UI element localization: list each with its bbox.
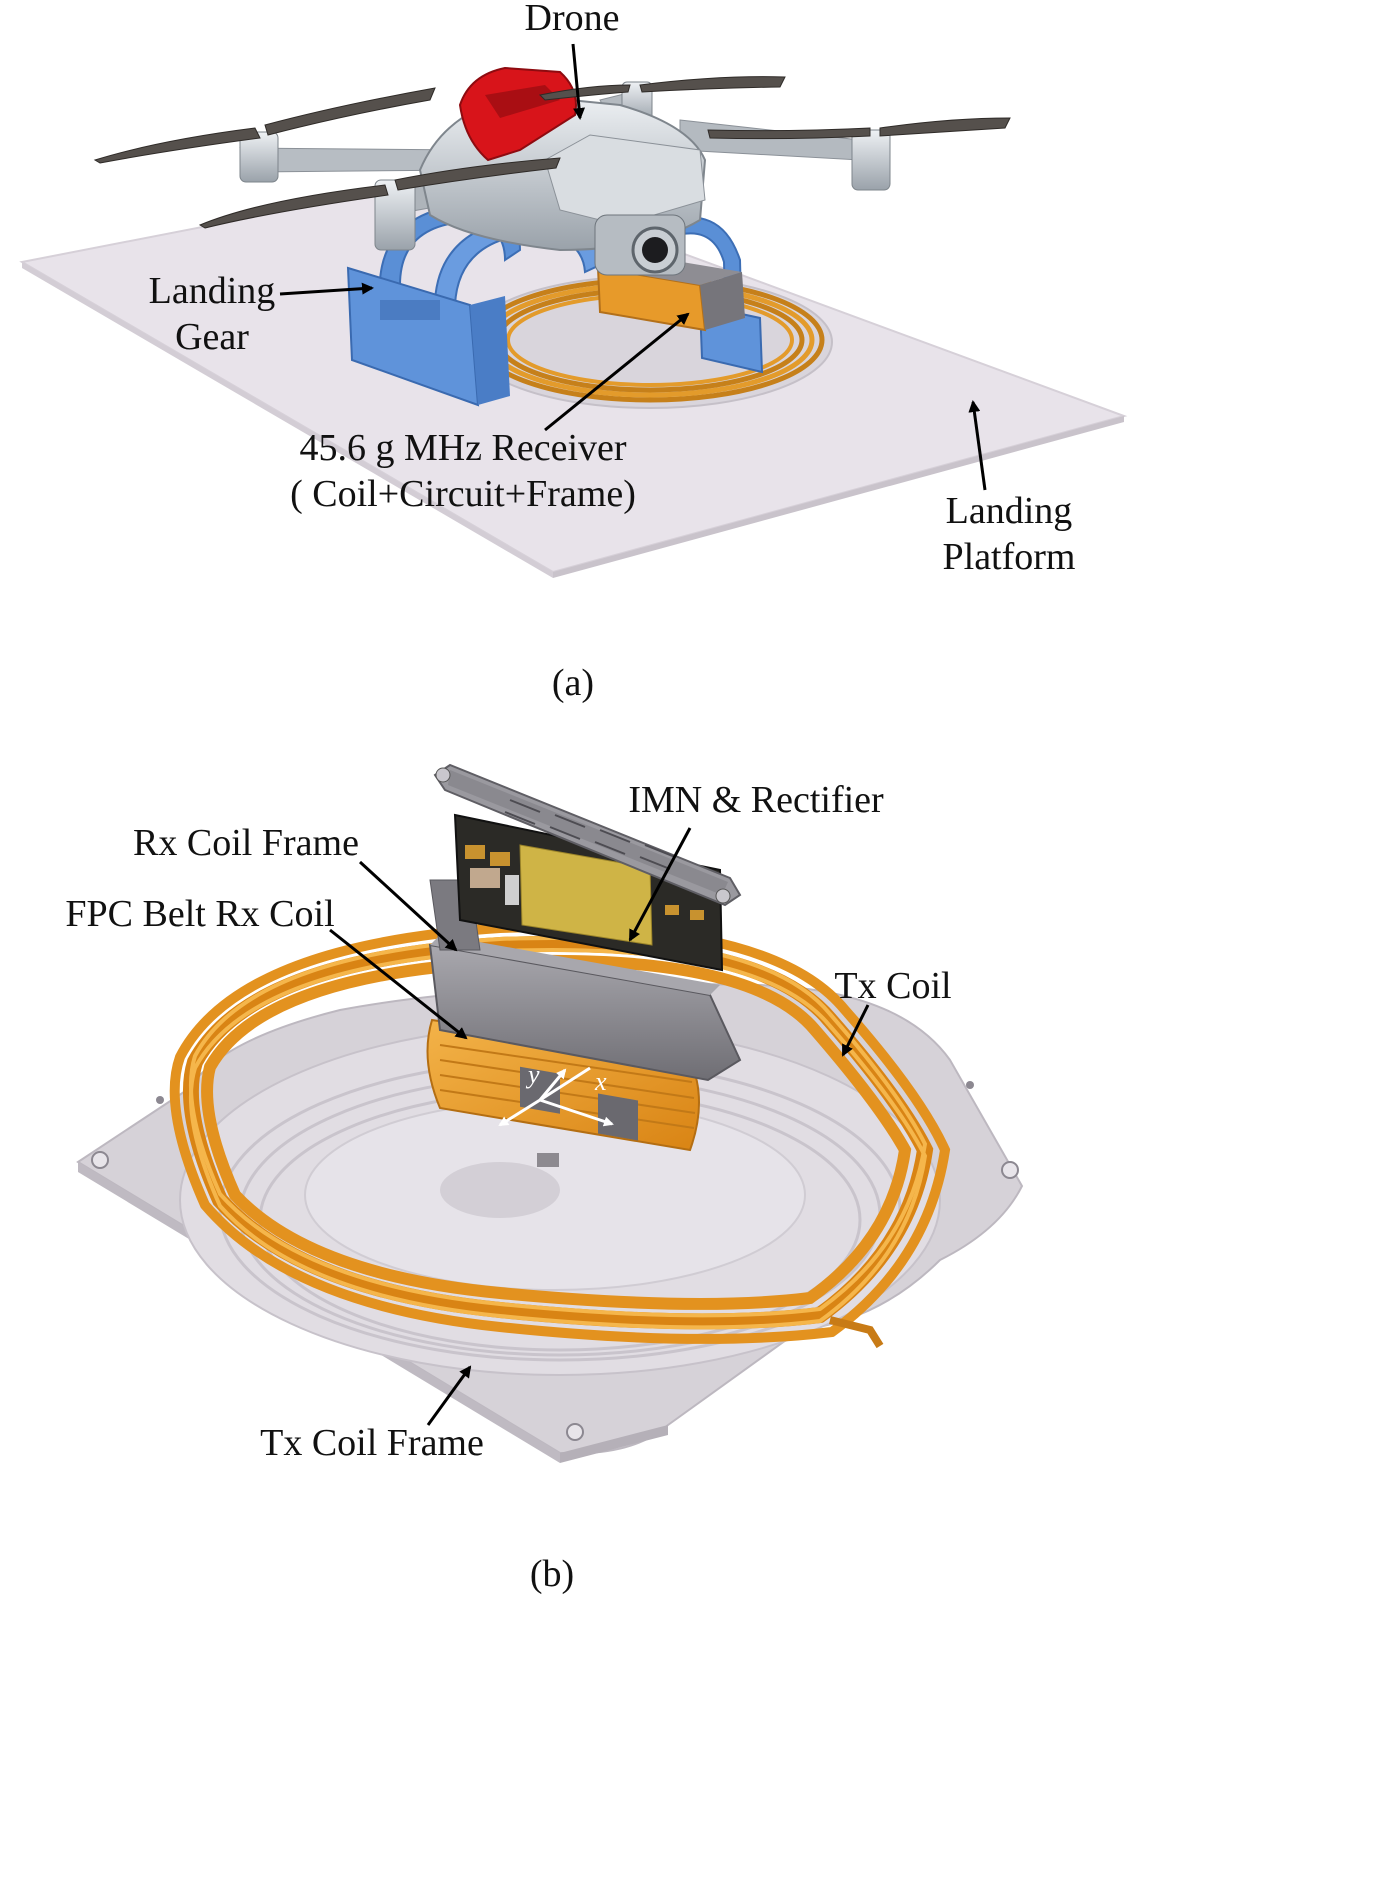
caption-b: (b) (530, 1553, 574, 1595)
arrow-receiver (544, 312, 690, 432)
label-tx-coil-frame: Tx Coil Frame (260, 1422, 484, 1464)
arrow-drone (571, 43, 586, 120)
label-landing-gear-line1: Landing (149, 270, 276, 312)
arrows-a (279, 43, 987, 491)
label-fpc-belt-rx-coil: FPC Belt Rx Coil (65, 893, 334, 935)
caption-a: (a) (552, 662, 594, 704)
label-landing-gear-line2: Gear (175, 316, 249, 358)
arrow-tx-coil-frame (426, 1365, 472, 1426)
label-rx-coil-frame: Rx Coil Frame (133, 822, 359, 864)
imn-top-lid (433, 763, 742, 907)
axis-x-label: x (594, 1067, 607, 1096)
motor-front-left (239, 131, 279, 183)
motor-back-right (851, 129, 891, 191)
arrow-platform (968, 400, 987, 491)
landing-platform-edge (22, 262, 553, 578)
propellers (93, 76, 1011, 229)
arrow-rx-coil-frame (358, 860, 458, 952)
label-platform-line2: Platform (943, 536, 1076, 578)
label-tx-coil: Tx Coil (834, 965, 951, 1007)
arrows-b (329, 827, 870, 1426)
label-drone: Drone (525, 0, 620, 39)
xy-axis-indicator (498, 1066, 614, 1127)
rx-coil-frame (428, 879, 742, 1141)
arrow-tx-coil (841, 1004, 870, 1057)
drone (239, 66, 891, 276)
label-platform-line1: Landing (946, 490, 1073, 532)
arrow-fpc-belt-rx-coil (329, 928, 468, 1040)
axis-y-label: y (525, 1060, 540, 1089)
label-receiver-line1: 45.6 g MHz Receiver (299, 427, 626, 469)
label-receiver-line2: ( Coil+Circuit+Frame) (290, 473, 636, 515)
label-imn-rectifier: IMN & Rectifier (628, 779, 884, 821)
panel-a: Drone Landing Gear 45.6 g MHz Receiver (… (19, 0, 1128, 704)
arrow-landing-gear (279, 282, 374, 296)
arrow-imn-rectifier (628, 827, 692, 942)
panel-b: y x IMN & Rectifier Rx Coil Frame FPC Be… (65, 763, 1024, 1595)
